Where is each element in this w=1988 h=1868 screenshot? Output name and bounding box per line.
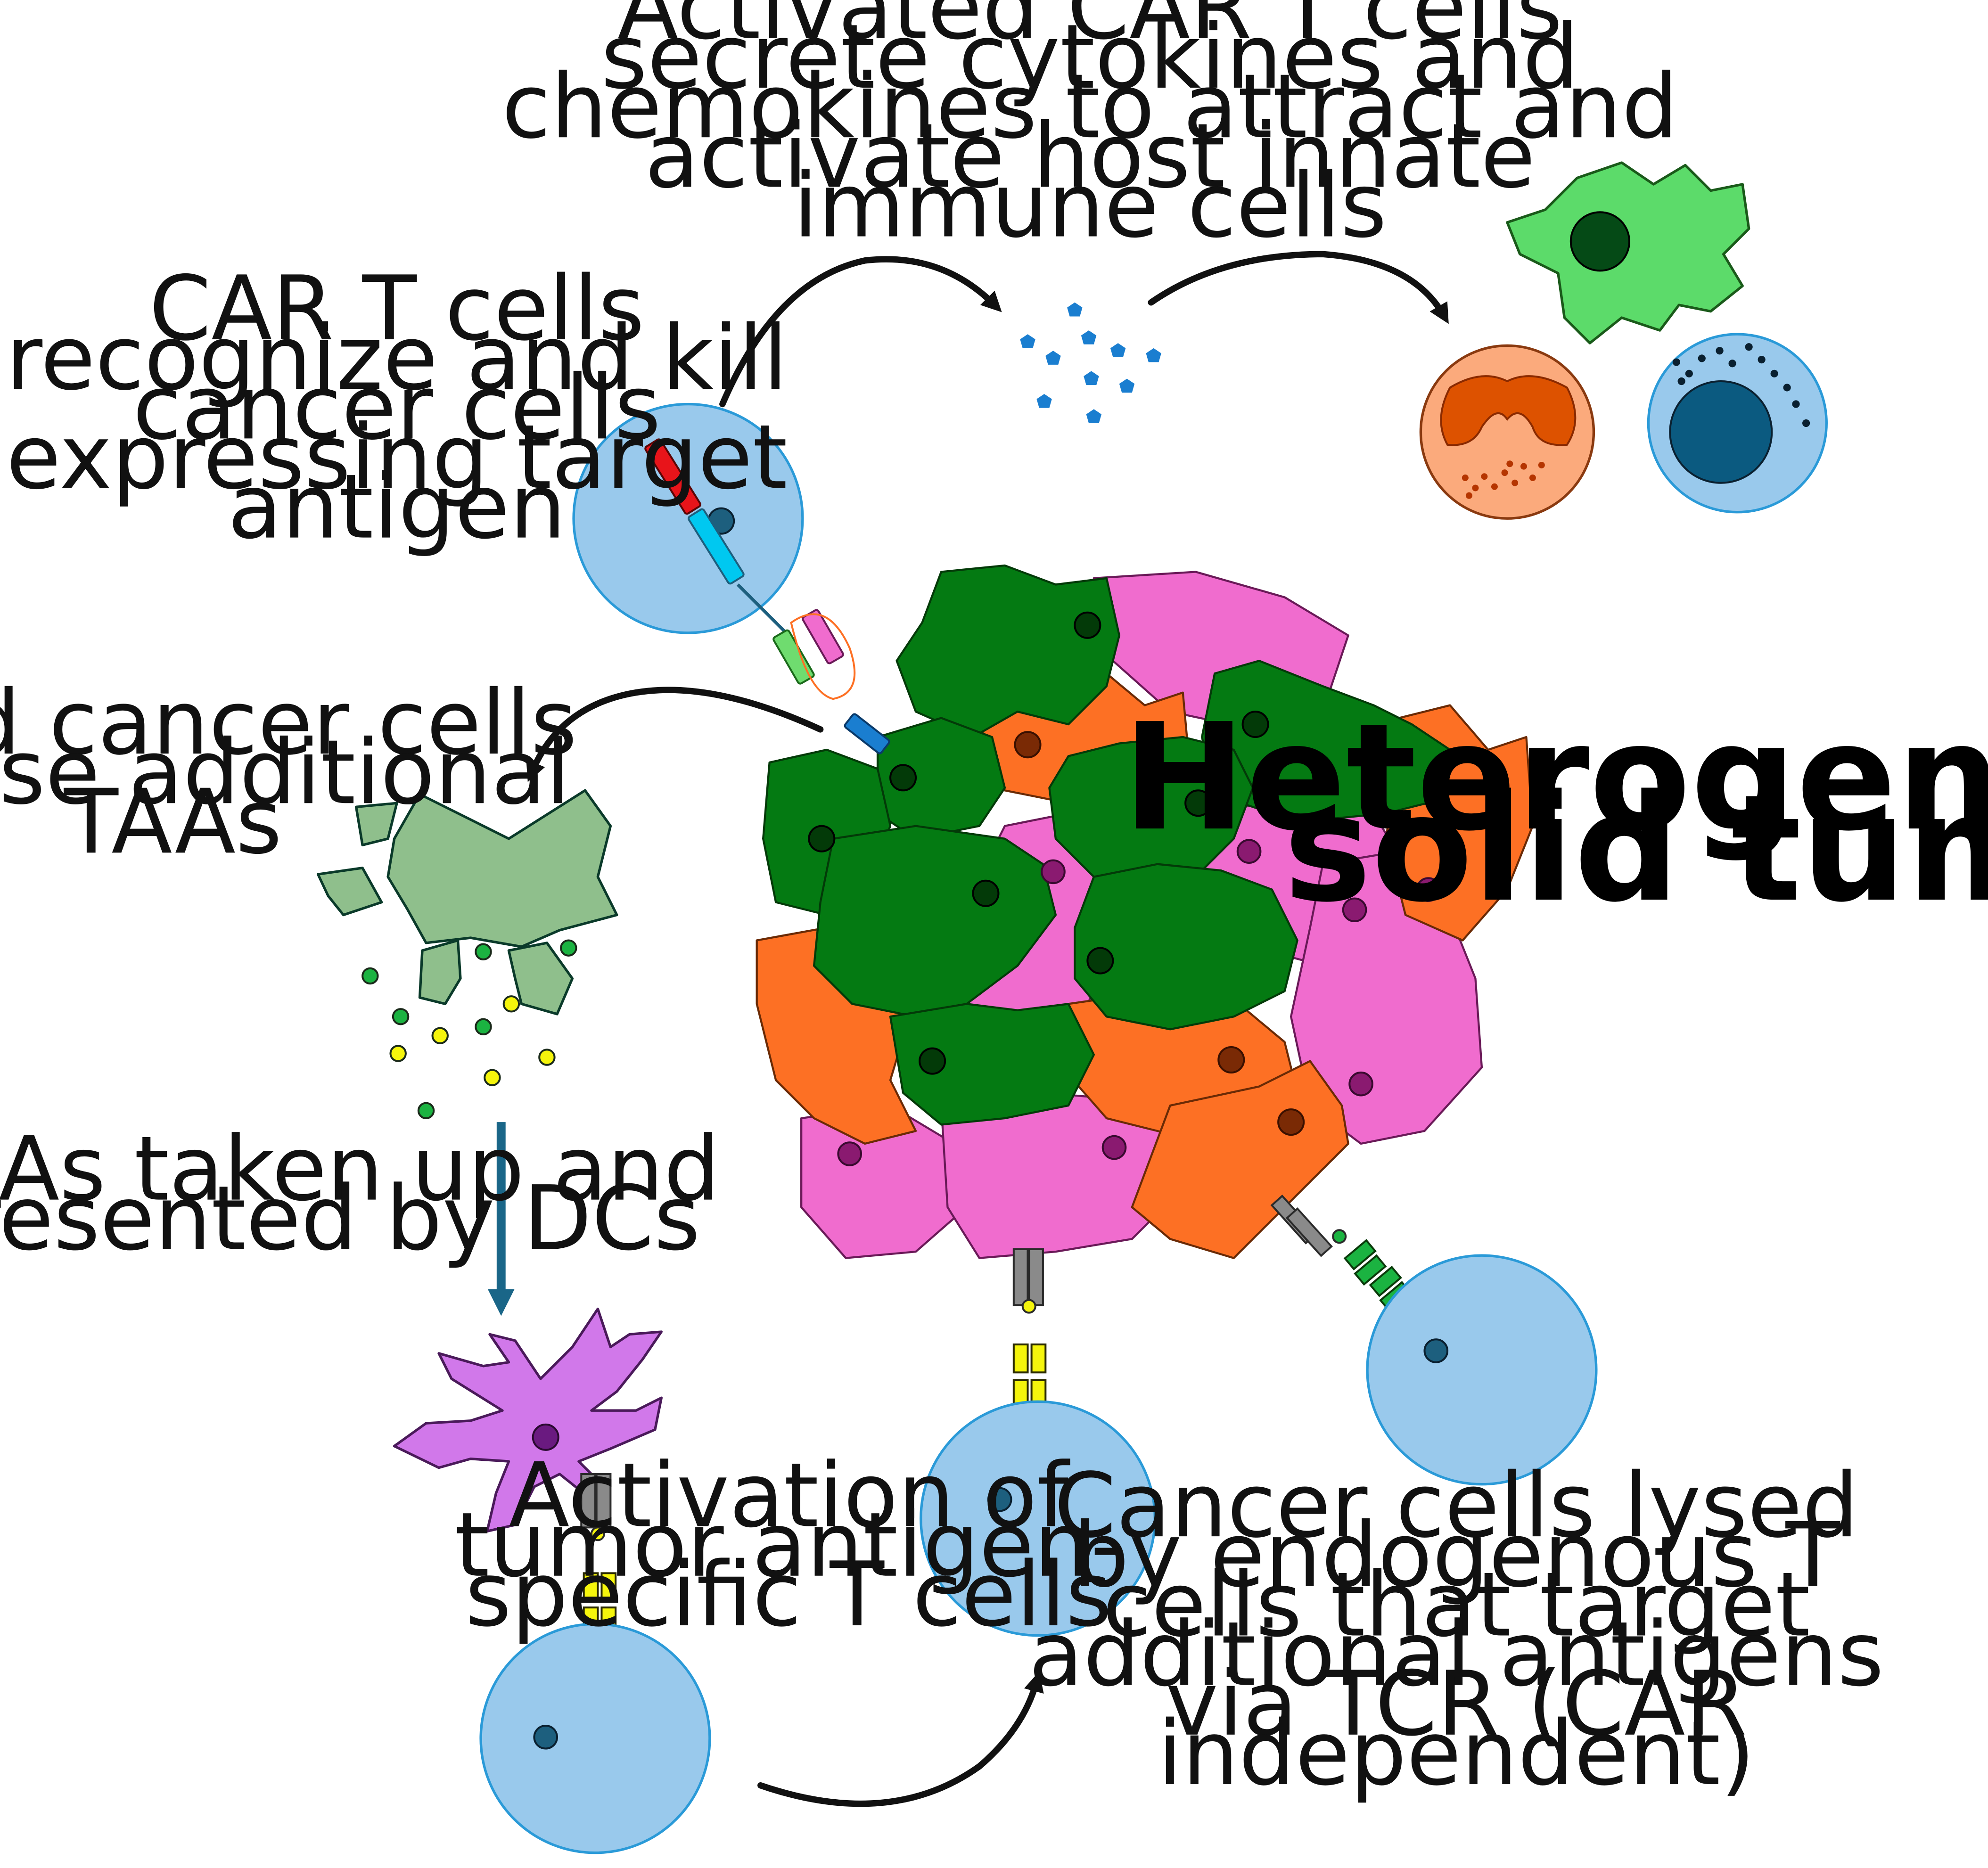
- svg-text:additional antigens: additional antigens: [1029, 1603, 1884, 1706]
- svg-text:Heterogeneous: Heterogeneous: [1122, 692, 1988, 863]
- tcr-tumor-tcell: [1012, 1343, 1047, 1409]
- naive-t-cell: [479, 1622, 711, 1854]
- tumor-mhc-complex-right: [1270, 1194, 1347, 1257]
- svg-text:antigen: antigen: [228, 455, 566, 559]
- arrow-tumor-to-lysed: [526, 687, 824, 782]
- cytokines: [1020, 302, 1161, 423]
- target-antigen: [772, 609, 890, 754]
- svg-text:via TCR (CAR: via TCR (CAR: [1166, 1652, 1747, 1756]
- arrow-naive-to-activated: [757, 1671, 1044, 1807]
- svg-text:secrete cytokines and: secrete cytokines and: [601, 5, 1579, 109]
- svg-text:Activation of: Activation of: [509, 1444, 1070, 1548]
- svg-text:cells that target: cells that target: [1102, 1553, 1810, 1657]
- svg-text:TAAs: TAAs: [64, 770, 282, 874]
- tumor-cell-green: [895, 564, 1120, 738]
- svg-text:chemokines to attract and: chemokines to attract and: [502, 55, 1678, 158]
- svg-text:activate host innate: activate host innate: [645, 104, 1536, 208]
- tumor-cell-green: [813, 825, 1057, 1018]
- svg-text:recognize and kill: recognize and kill: [6, 306, 788, 410]
- macrophage: [1506, 161, 1750, 344]
- tumor-cell-green: [1074, 863, 1298, 1031]
- tumor-cell-green: [889, 1003, 1095, 1126]
- svg-text:immune cells: immune cells: [793, 154, 1387, 258]
- dc-mhc-complex: [580, 1473, 612, 1541]
- svg-text:CAR T cells: CAR T cells: [149, 257, 644, 360]
- activated-t-cell: [920, 1400, 1157, 1637]
- svg-text:cancer cells: cancer cells: [133, 356, 661, 459]
- svg-text:Cancer cells lysed: Cancer cells lysed: [1054, 1454, 1858, 1557]
- dendritic-cell: [393, 1307, 663, 1533]
- endogenous-t-cell: [1366, 1254, 1598, 1486]
- arrow-cytokines-to-innate: [1148, 251, 1449, 324]
- car-t-cell: [572, 402, 890, 754]
- flow-arrows: [526, 251, 1449, 1807]
- svg-text:presented by DCs: presented by DCs: [0, 1167, 700, 1270]
- svg-text:by endogenous T: by endogenous T: [1073, 1503, 1840, 1607]
- label-cytokines: Activated CAR T cells secrete cytokines …: [502, 0, 1678, 258]
- svg-text:Activated CAR T cells: Activated CAR T cells: [617, 0, 1562, 59]
- svg-text:independent): independent): [1158, 1702, 1755, 1805]
- label-dc-uptake: TAAs taken up and presented by DCs: [0, 1117, 720, 1270]
- svg-text:TAAs taken up and: TAAs taken up and: [0, 1117, 720, 1221]
- svg-text:solid tumor: solid tumor: [1284, 763, 1988, 934]
- label-activation: Activation of tumor antigen- specific T …: [455, 1444, 1123, 1647]
- label-car-kill: CAR T cells recognize and kill cancer ce…: [6, 257, 788, 559]
- svg-text:specific T cells: specific T cells: [465, 1543, 1112, 1647]
- nk-cell: [1647, 333, 1828, 514]
- tumor-nuclei: [808, 611, 1441, 1166]
- svg-text:tumor antigen-: tumor antigen-: [455, 1493, 1123, 1597]
- neutrophil: [1419, 344, 1595, 520]
- label-tumor-title: Heterogeneous solid tumor: [1122, 692, 1988, 934]
- tumor-cell-green: [1048, 736, 1254, 891]
- released-taas: [361, 939, 577, 1120]
- lysed-cancer-cell: [316, 789, 618, 1016]
- label-endogenous: Cancer cells lysed by endogenous T cells…: [1029, 1454, 1884, 1805]
- label-lysed: Lysed cancer cells release additional TA…: [0, 671, 577, 874]
- svg-text:Lysed cancer cells: Lysed cancer cells: [0, 671, 577, 775]
- tumor-mhc-complex: [1012, 1248, 1044, 1314]
- arrow-cart-to-cytokines: [719, 256, 1002, 408]
- svg-text:release additional: release additional: [0, 721, 571, 824]
- svg-text:expressing target: expressing target: [6, 406, 788, 509]
- heterogeneous-tumor: [756, 564, 1534, 1259]
